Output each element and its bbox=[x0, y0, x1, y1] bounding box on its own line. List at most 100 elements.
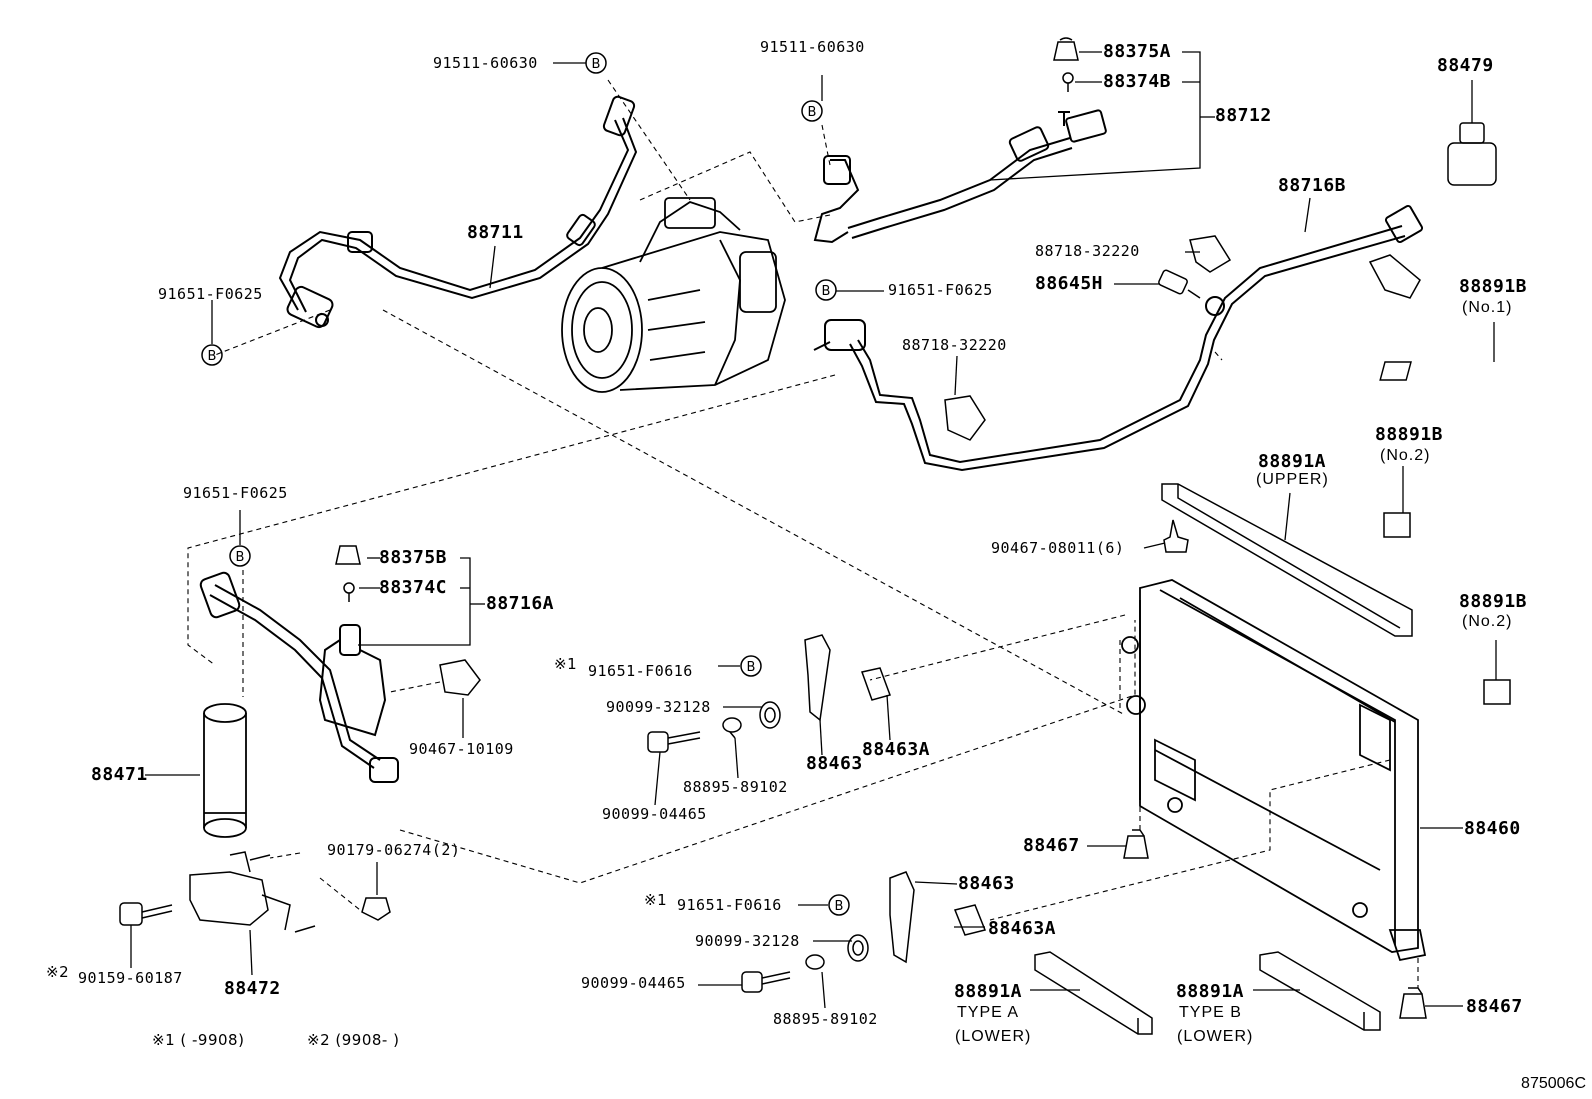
label-90467-10109: 90467-10109 bbox=[409, 740, 514, 758]
svg-text:B: B bbox=[592, 57, 601, 72]
label-88375a: 88375A bbox=[1103, 41, 1172, 62]
hose-88712 bbox=[813, 109, 1107, 244]
grommet-90099-32128-a bbox=[759, 701, 781, 729]
footnote-2: ※2 (9908- ) bbox=[307, 1031, 400, 1049]
label-88460: 88460 bbox=[1464, 818, 1521, 839]
bracket-88472 bbox=[189, 851, 291, 931]
label-88375b: 88375B bbox=[379, 547, 448, 568]
label-88718-32220-b: 88718-32220 bbox=[902, 336, 1007, 354]
svg-text:B: B bbox=[808, 105, 817, 120]
label-88467-a: 88467 bbox=[1023, 835, 1080, 856]
label-91651-f0625-a: 91651-F0625 bbox=[158, 285, 263, 303]
svg-text:B: B bbox=[208, 349, 217, 364]
label-90099-32128-b: 90099-32128 bbox=[695, 932, 800, 950]
label-88891a-type-a-sub2: (LOWER) bbox=[955, 1028, 1032, 1045]
hose-88711 bbox=[278, 95, 638, 329]
svg-text:B: B bbox=[835, 899, 844, 914]
marker-b-5: B bbox=[229, 545, 251, 567]
cap-88375b bbox=[335, 545, 361, 565]
tube-88716a bbox=[199, 571, 399, 783]
label-91511-60630-a: 91511-60630 bbox=[433, 54, 538, 72]
marker-b-4: B bbox=[815, 279, 837, 301]
label-88716a: 88716A bbox=[486, 593, 555, 614]
label-88711: 88711 bbox=[467, 222, 524, 243]
label-91511-60630-b: 91511-60630 bbox=[760, 38, 865, 56]
core-88374b bbox=[1062, 72, 1074, 92]
label-88463a-b: 88463A bbox=[988, 918, 1057, 939]
label-88374c: 88374C bbox=[379, 577, 448, 598]
label-88718-32220-a: 88718-32220 bbox=[1035, 242, 1140, 260]
clip-90467-08011 bbox=[1163, 519, 1189, 553]
seal-88891a-upper bbox=[1161, 483, 1413, 637]
marker-b-7: B bbox=[828, 894, 850, 916]
label-88891b-3: 88891B bbox=[1459, 591, 1528, 612]
label-90099-04465-b: 90099-04465 bbox=[581, 974, 686, 992]
label-91651-f0616-a: 91651-F0616 bbox=[588, 662, 693, 680]
label-88891b-2-sub: (No.2) bbox=[1380, 447, 1431, 464]
pad-88891b-no1 bbox=[1379, 361, 1412, 381]
label-88712: 88712 bbox=[1215, 105, 1272, 126]
nut-90179-06274 bbox=[361, 897, 391, 921]
seal-88891a-type-a bbox=[1034, 951, 1153, 1035]
label-90467-08011: 90467-08011(6) bbox=[991, 539, 1125, 557]
label-88891a-type-b-sub2: (LOWER) bbox=[1177, 1028, 1254, 1045]
label-90099-32128-a: 90099-32128 bbox=[606, 698, 711, 716]
compressor bbox=[561, 197, 786, 393]
label-88463a-a: 88463A bbox=[862, 739, 931, 760]
label-88374b: 88374B bbox=[1103, 71, 1172, 92]
tube-88716b bbox=[813, 204, 1424, 472]
label-88891b-3-sub: (No.2) bbox=[1462, 613, 1513, 630]
bracket-88463a-a bbox=[861, 667, 891, 701]
label-88463-b: 88463 bbox=[958, 873, 1015, 894]
label-88891a-type-a-sub1: TYPE A bbox=[957, 1004, 1020, 1021]
label-88891b-1: 88891B bbox=[1459, 276, 1528, 297]
core-88374c bbox=[343, 582, 355, 602]
label-91651-f0625-b: 91651-F0625 bbox=[888, 281, 993, 299]
label-88471: 88471 bbox=[91, 764, 148, 785]
note1-marker-b: ※1 bbox=[644, 891, 668, 909]
marker-b-6: B bbox=[740, 655, 762, 677]
bracket-88463-a bbox=[804, 634, 831, 722]
label-88463-a: 88463 bbox=[806, 753, 863, 774]
bolt-90099-04465-b bbox=[741, 971, 791, 993]
label-88891a-type-b: 88891A bbox=[1176, 981, 1245, 1002]
collar-88895-89102-b bbox=[805, 954, 825, 970]
label-88891a-upper: 88891A bbox=[1258, 451, 1327, 472]
label-88891a-upper-sub: (UPPER) bbox=[1256, 471, 1329, 488]
label-91651-f0625-c: 91651-F0625 bbox=[183, 484, 288, 502]
label-88716b: 88716B bbox=[1278, 175, 1347, 196]
marker-b-3: B bbox=[201, 344, 223, 366]
clamp-88718-b bbox=[944, 395, 986, 441]
receiver-88471 bbox=[203, 703, 247, 838]
bracket-upper-right bbox=[1368, 254, 1421, 299]
label-88472: 88472 bbox=[224, 978, 281, 999]
label-88891b-2: 88891B bbox=[1375, 424, 1444, 445]
leader-lines bbox=[130, 51, 1497, 1009]
cap-88375a bbox=[1053, 37, 1079, 61]
collar-88895-89102-a bbox=[722, 717, 742, 739]
bolt-markers: B B B B B B B bbox=[201, 52, 850, 916]
bolt-90099-04465-a bbox=[647, 731, 701, 753]
marker-b-1: B bbox=[585, 52, 607, 74]
label-88645h: 88645H bbox=[1035, 273, 1104, 294]
label-88891b-1-sub: (No.1) bbox=[1462, 299, 1513, 316]
label-90179-06274: 90179-06274(2) bbox=[327, 841, 461, 859]
sensor-88645h bbox=[1158, 269, 1201, 299]
seal-88891a-type-b bbox=[1259, 951, 1381, 1031]
cushion-88467-a bbox=[1123, 829, 1149, 859]
bolt-b-1 bbox=[249, 854, 271, 861]
label-88895-89102-b: 88895-89102 bbox=[773, 1010, 878, 1028]
grommet-90099-32128-b bbox=[847, 934, 869, 962]
figure-code: 875006C bbox=[1521, 1075, 1586, 1092]
pad-88891b-no2-a bbox=[1383, 512, 1411, 538]
footnote-1: ※1 ( -9908) bbox=[152, 1031, 245, 1049]
clamp-88718-a bbox=[1189, 235, 1232, 273]
svg-text:B: B bbox=[747, 660, 756, 675]
label-88479: 88479 bbox=[1437, 55, 1494, 76]
svg-text:B: B bbox=[822, 284, 831, 299]
bolt-b-2 bbox=[294, 925, 316, 933]
label-91651-f0616-b: 91651-F0616 bbox=[677, 896, 782, 914]
note1-marker-a: ※1 bbox=[554, 655, 578, 673]
svg-text:B: B bbox=[236, 550, 245, 565]
